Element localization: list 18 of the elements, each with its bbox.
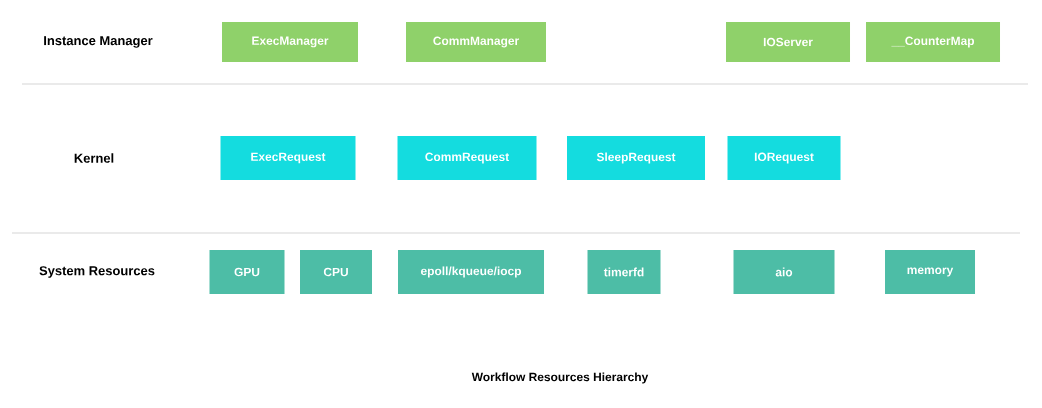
component-box: __CounterMap	[866, 22, 1000, 62]
component-box: ExecManager	[222, 22, 358, 62]
component-box: CommRequest	[397, 136, 537, 180]
component-box: IOServer	[726, 22, 850, 62]
component-box: CommManager	[406, 22, 546, 62]
component-box: IORequest	[727, 136, 841, 180]
layer-label: Instance Manager	[44, 36, 153, 48]
component-box: GPU	[209, 250, 285, 294]
layer-label: System Resources	[39, 266, 155, 278]
component-box: SleepRequest	[567, 136, 705, 180]
layer-label: Kernel	[74, 153, 114, 163]
component-box: memory	[885, 250, 975, 294]
component-box: epoll/kqueue/iocp	[398, 250, 544, 294]
component-box: timerfd	[587, 250, 661, 294]
caption: Workflow Resources Hierarchy	[471, 372, 649, 384]
component-box: aio	[733, 250, 835, 294]
component-box: CPU	[300, 250, 372, 294]
component-box: ExecRequest	[220, 136, 356, 180]
